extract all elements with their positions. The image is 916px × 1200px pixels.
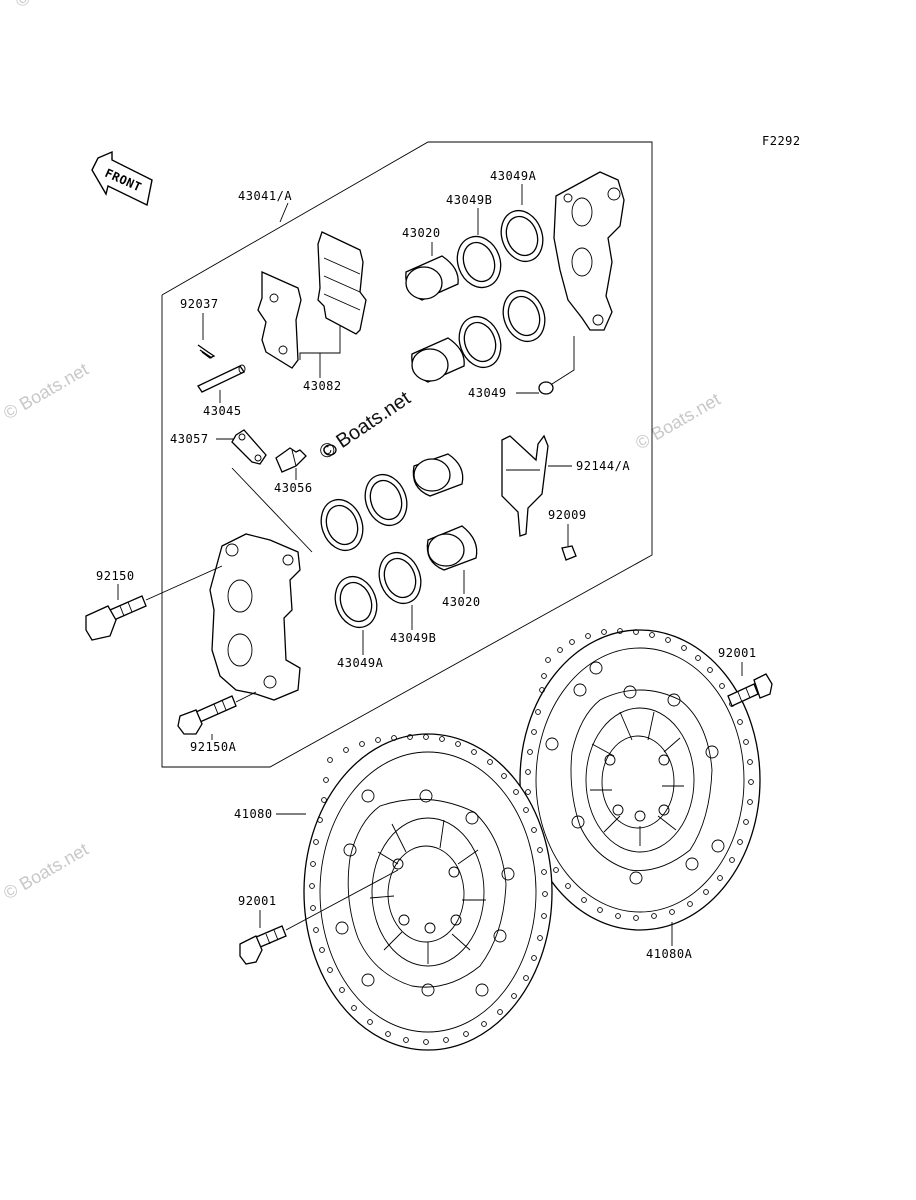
- label-43049: 43049: [468, 386, 507, 400]
- piston-upper-1: [405, 255, 459, 301]
- seal-upper-b1: [456, 235, 502, 289]
- pad-spring-icon: [231, 429, 267, 465]
- piston-lower-2: [426, 525, 478, 571]
- brake-pad-front: [317, 231, 367, 335]
- watermark-top-left: © Boats.net: [12, 0, 104, 11]
- caliper-outer-half: [553, 171, 625, 331]
- bleeder-valve-icon: [275, 447, 307, 473]
- label-92001-left: 92001: [238, 894, 277, 908]
- label-92001-right: 92001: [718, 646, 757, 660]
- label-41080A: 41080A: [646, 947, 693, 961]
- watermark-left-bottom: © Boats.net: [0, 839, 92, 903]
- figure-code: F2292: [762, 134, 801, 148]
- label-41080: 41080: [234, 807, 273, 821]
- label-92150: 92150: [96, 569, 135, 583]
- brake-disc-left: [303, 733, 553, 1051]
- label-92144A: 92144/A: [576, 459, 630, 473]
- label-43049B-top: 43049B: [446, 193, 492, 207]
- bleeder-cap-icon: [323, 444, 337, 456]
- caliper-inner-half: [209, 533, 301, 701]
- seal-upper-a2: [502, 289, 546, 343]
- label-43049A-top: 43049A: [490, 169, 537, 183]
- pin-clip-icon: [197, 344, 216, 359]
- front-arrow-icon: FRONT: [91, 150, 153, 207]
- watermark-left: © Boats.net: [0, 359, 92, 423]
- label-92037: 92037: [180, 297, 219, 311]
- seal-upper-a1: [500, 209, 544, 263]
- label-92009: 92009: [548, 508, 587, 522]
- label-43020-top: 43020: [402, 226, 441, 240]
- seal-lower-a2: [334, 575, 378, 629]
- bolt-92150-icon: [85, 595, 147, 641]
- bolt-92009-icon: [561, 545, 577, 561]
- label-92150A: 92150A: [190, 740, 237, 754]
- brake-pad-rear: [257, 270, 302, 369]
- watermark-center: © Boats.net: [315, 387, 415, 464]
- pad-pin-icon: [197, 364, 246, 393]
- pad-spring-plate-icon: [501, 434, 549, 537]
- bolt-92001-left-icon: [239, 925, 287, 965]
- label-43056: 43056: [274, 481, 313, 495]
- seal-lower-b1: [364, 473, 408, 527]
- brake-disc-right: [519, 628, 761, 931]
- seal-lower-b2: [378, 551, 422, 605]
- label-43049A-bottom: 43049A: [337, 656, 384, 670]
- piston-lower-1: [412, 453, 464, 497]
- piston-upper-2: [411, 337, 465, 383]
- seal-lower-a1: [320, 498, 364, 552]
- watermark-right: © Boats.net: [632, 389, 724, 453]
- bolt-92150A-icon: [177, 695, 237, 735]
- label-43057: 43057: [170, 432, 209, 446]
- caliper-assembly-outline: [161, 141, 653, 768]
- label-43049B-bottom: 43049B: [390, 631, 436, 645]
- label-43045: 43045: [203, 404, 242, 418]
- bolt-92001-right-icon: [727, 673, 773, 707]
- label-43020-bottom: 43020: [442, 595, 481, 609]
- seal-upper-b2: [458, 315, 502, 369]
- washer-43049-icon: [538, 381, 554, 395]
- label-43041A: 43041/A: [238, 189, 292, 203]
- label-43082: 43082: [303, 379, 342, 393]
